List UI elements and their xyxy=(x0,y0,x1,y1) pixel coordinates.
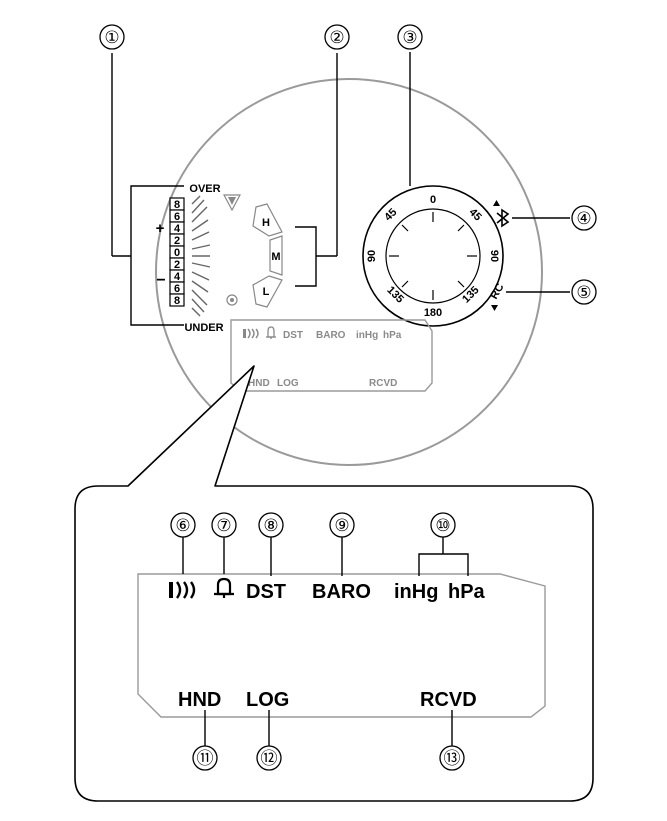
triangle-indicator-icon xyxy=(223,194,241,212)
gauge-scale-value: 2 xyxy=(174,235,180,247)
callout-5-label: ⑤ xyxy=(576,283,591,302)
compass-label-right: 90 xyxy=(488,250,500,262)
compass-inner-ring xyxy=(385,208,481,304)
callout-3-label: ③ xyxy=(402,28,417,47)
callout-12-circle xyxy=(256,745,282,771)
compass-label-bottom: 180 xyxy=(424,307,442,319)
callout-13-label: ⑬ xyxy=(444,749,461,768)
tide-mid-label: M xyxy=(271,251,280,263)
zoom-lcd-baro: BARO xyxy=(312,581,371,603)
gauge-scale-value: 0 xyxy=(174,247,180,259)
callout-11-circle xyxy=(192,745,218,771)
up-arrow-indicator-icon xyxy=(493,200,500,206)
zoom-bottom-leaders xyxy=(204,710,453,746)
small-lcd-hpa: hPa xyxy=(383,330,402,341)
gauge-scale-value: 4 xyxy=(174,271,181,283)
small-lcd-baro: BARO xyxy=(316,330,346,341)
small-lcd-dst: DST xyxy=(283,330,303,341)
gauge-scale-value: 8 xyxy=(174,295,180,307)
callout-9-circle xyxy=(329,512,355,538)
gauge-scale-value: 8 xyxy=(174,199,180,211)
gauge-tick-marks xyxy=(191,195,211,317)
callout-6-circle xyxy=(170,512,196,538)
callout-4-circle xyxy=(571,205,597,231)
callout-9-label: ⑨ xyxy=(334,516,349,535)
callout-6-label: ⑥ xyxy=(175,516,190,535)
watch-face-outline xyxy=(155,78,543,466)
callout-1-circle xyxy=(99,24,125,50)
callout-11-label: ⑪ xyxy=(197,749,214,768)
callout-7-label: ⑦ xyxy=(216,516,231,535)
gauge-scale-value: 2 xyxy=(174,259,180,271)
zoom-top-leaders xyxy=(182,537,469,576)
zoom-lcd-dst: DST xyxy=(246,581,286,603)
zoom-lcd-hnd: HND xyxy=(178,689,221,711)
gauge-scale-box xyxy=(169,197,185,307)
compass-ticks xyxy=(389,212,477,300)
gauge-scale-value: 4 xyxy=(174,223,181,235)
small-lcd-rcvd: RCVD xyxy=(369,378,397,389)
gauge-minus-sign: − xyxy=(156,272,165,289)
gauge-scale-value: 6 xyxy=(174,283,180,295)
callout-10-circle xyxy=(430,512,456,538)
callout-5-circle xyxy=(571,279,597,305)
zoom-lcd-log: LOG xyxy=(246,689,289,711)
zoom-lcd-inhg: inHg xyxy=(394,581,438,603)
gauge-plus-sign: + xyxy=(156,220,165,237)
small-lcd-log: LOG xyxy=(277,378,299,389)
small-lcd-hnd: HND xyxy=(248,378,270,389)
down-arrow-indicator-icon xyxy=(491,305,498,311)
callout-2-label: ② xyxy=(329,28,344,47)
callout-7-circle xyxy=(211,512,237,538)
compass-label-top: 0 xyxy=(430,194,436,206)
callout-3-circle xyxy=(397,24,423,50)
tide-bracket xyxy=(295,53,338,287)
small-lcd-signal-icon xyxy=(243,328,259,339)
gauge-under-label: UNDER xyxy=(184,322,223,334)
small-lcd-inhg: inHg xyxy=(356,330,378,341)
zoom-lcd-rcvd: RCVD xyxy=(420,689,477,711)
target-dot-icon xyxy=(226,294,238,306)
gauge-over-label: OVER xyxy=(189,183,220,195)
bluetooth-icon xyxy=(496,208,510,228)
zoom-callout-frame xyxy=(74,365,594,802)
tide-segments xyxy=(252,203,283,308)
zoom-lcd-bell-icon xyxy=(214,577,234,598)
callout-1-label: ① xyxy=(104,28,119,47)
small-lcd-outline xyxy=(230,319,433,392)
callout-8-circle xyxy=(258,512,284,538)
zoom-lcd-signal-icon xyxy=(169,581,196,599)
tide-low-label: L xyxy=(263,286,270,298)
callout-10-label: ⑩ xyxy=(435,516,450,535)
callout-2-circle xyxy=(324,24,350,50)
compass-label-left: 90 xyxy=(366,250,378,262)
callout-12-label: ⑫ xyxy=(261,749,278,768)
gauge-scale-value: 6 xyxy=(174,211,180,223)
zoom-lcd-outline xyxy=(137,573,546,718)
gauge-bracket xyxy=(111,53,184,326)
callout-13-circle xyxy=(439,745,465,771)
small-lcd-bell-icon xyxy=(266,326,276,339)
tide-high-label: H xyxy=(262,217,270,229)
callout-8-label: ⑧ xyxy=(263,516,278,535)
callout-4-label: ④ xyxy=(576,209,591,228)
zoom-lcd-hpa: hPa xyxy=(448,581,486,603)
